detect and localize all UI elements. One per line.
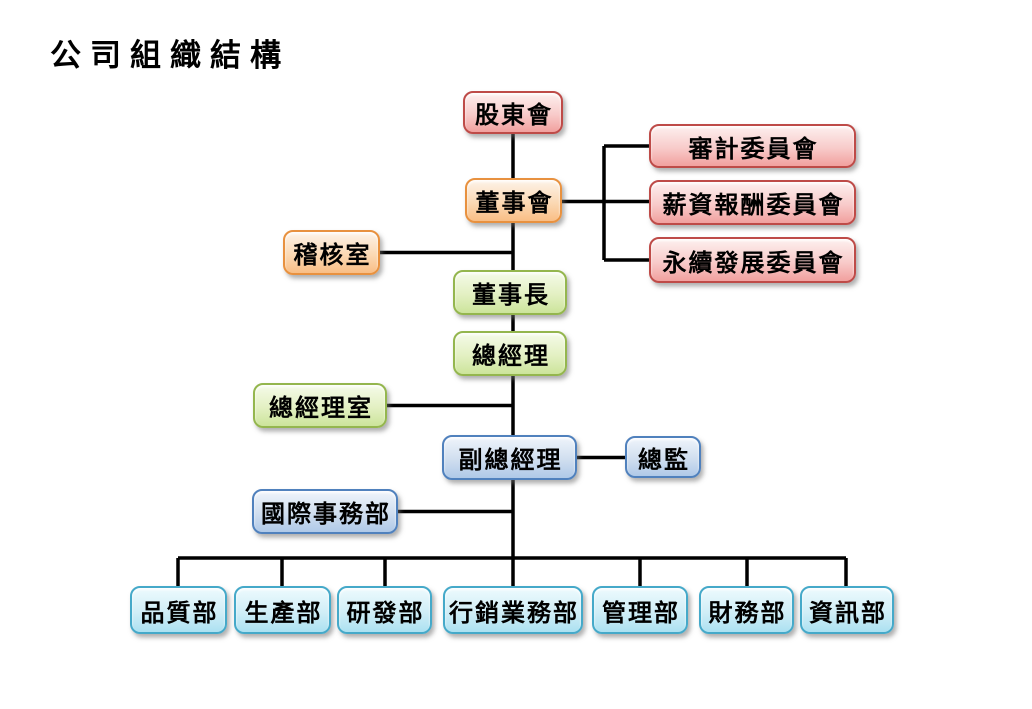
node-deputy-general-manager: 副總經理 — [442, 435, 577, 480]
node-shareholders-meeting: 股東會 — [463, 91, 563, 134]
node-dept-management: 管理部 — [592, 586, 688, 634]
node-general-manager: 總經理 — [453, 331, 567, 376]
node-dept-finance: 財務部 — [699, 586, 794, 634]
node-dept-quality: 品質部 — [130, 586, 227, 634]
node-board-of-directors: 董事會 — [465, 178, 562, 223]
node-chief-director: 總監 — [625, 436, 701, 478]
node-audit-committee: 審計委員會 — [649, 124, 856, 168]
node-sustainability-committee: 永續發展委員會 — [649, 237, 856, 283]
node-chairman: 董事長 — [453, 270, 567, 315]
node-dept-production: 生產部 — [234, 586, 331, 634]
node-dept-rnd: 研發部 — [337, 586, 432, 634]
node-international-affairs-dept: 國際事務部 — [252, 489, 398, 534]
node-general-manager-office: 總經理室 — [253, 383, 387, 428]
node-dept-information: 資訊部 — [800, 586, 894, 634]
page-title: 公司組織結構 — [50, 38, 290, 74]
node-dept-marketing-sales: 行銷業務部 — [443, 586, 583, 634]
node-remuneration-committee: 薪資報酬委員會 — [649, 180, 856, 225]
node-audit-office: 稽核室 — [283, 230, 380, 275]
